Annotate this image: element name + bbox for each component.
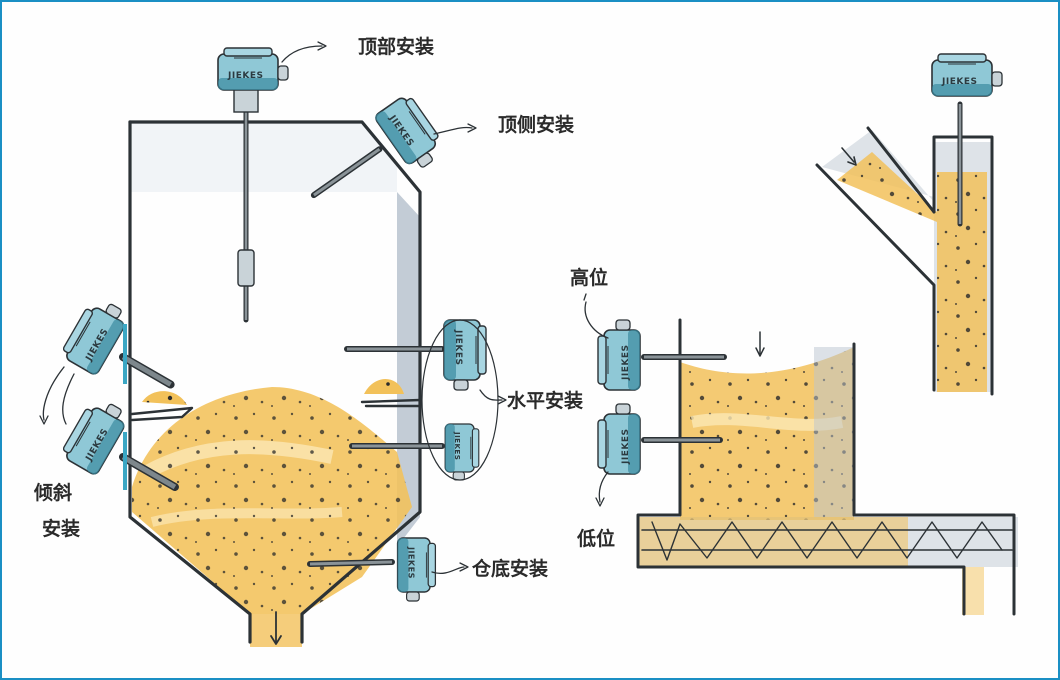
label-top-side-mount: 顶侧安装 bbox=[498, 113, 574, 136]
y-chute bbox=[815, 126, 994, 396]
material-ledge-left bbox=[130, 391, 194, 422]
high-level-sensor: JIEKES bbox=[597, 319, 727, 391]
sensor-brand: JIEKES bbox=[621, 429, 631, 465]
leader-lines-left bbox=[39, 41, 507, 574]
horizontal-mount-sensor-lower: JIEKES bbox=[349, 423, 480, 481]
tilted-mount-sensor-lower: JIEKES bbox=[58, 393, 179, 491]
tilted-mount-sensor-upper: JIEKES bbox=[58, 293, 175, 389]
leader-lines-right bbox=[583, 293, 609, 507]
inflow-arrow-icon bbox=[841, 147, 855, 163]
label-horizontal-mount: 水平安装 bbox=[507, 389, 583, 412]
label-high-level: 高位 bbox=[570, 266, 608, 289]
label-bottom-mount: 仓底安装 bbox=[471, 557, 548, 580]
label-low-level: 低位 bbox=[576, 527, 615, 550]
sensor-brand: JIEKES bbox=[453, 431, 462, 460]
bottom-mount-sensor: JIEKES bbox=[307, 537, 437, 602]
sensor-brand: JIEKES bbox=[941, 77, 977, 87]
top-side-mount-sensor: JIEKES bbox=[310, 91, 450, 199]
sensor-brand: JIEKES bbox=[453, 329, 463, 365]
sensor-brand: JIEKES bbox=[621, 345, 631, 381]
label-top-mount: 顶部安装 bbox=[358, 35, 434, 58]
low-level-sensor: JIEKES bbox=[597, 403, 723, 475]
horizontal-mount-sensor-upper: JIEKES bbox=[344, 319, 487, 391]
y-chute-sensor: JIEKES bbox=[931, 53, 1003, 227]
material-ledge-right bbox=[360, 379, 422, 408]
top-mount-sensor: JIEKES bbox=[217, 47, 289, 323]
sensor-brand: JIEKES bbox=[227, 71, 263, 81]
label-tilted-mount-line1: 倾斜 bbox=[33, 481, 72, 504]
label-tilted-mount-line2: 安装 bbox=[42, 517, 80, 540]
hopper-with-screw-conveyor bbox=[636, 318, 1018, 616]
sensor-brand: JIEKES bbox=[406, 546, 416, 579]
silo bbox=[128, 120, 422, 647]
